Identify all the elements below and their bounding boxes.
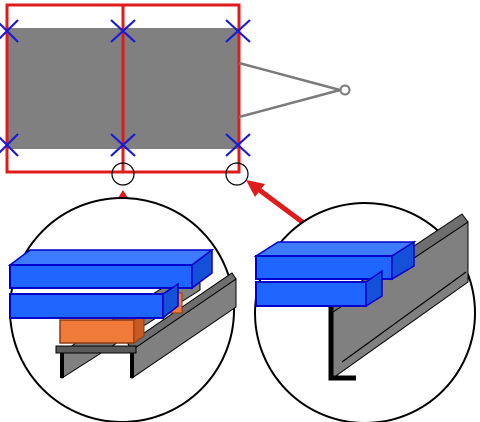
cross-icon xyxy=(110,133,136,157)
detail-right xyxy=(253,202,476,422)
top-view xyxy=(0,3,351,186)
detail-marker-left xyxy=(111,162,135,186)
cross-icon xyxy=(225,133,251,157)
detail-marker-right xyxy=(225,162,249,186)
panel-left xyxy=(7,28,123,149)
board xyxy=(253,240,417,308)
board-upper xyxy=(7,248,215,290)
board-lower xyxy=(9,282,179,320)
rail-flange xyxy=(55,345,137,354)
hitch-ring xyxy=(339,84,351,96)
detail-left xyxy=(7,197,237,422)
cross-icon xyxy=(225,19,251,43)
arrow-icon xyxy=(246,180,311,230)
tow-bar xyxy=(238,61,351,119)
cross-icon xyxy=(110,19,136,43)
cross-icon xyxy=(0,19,19,43)
panel-right xyxy=(123,28,238,149)
cross-icon xyxy=(0,133,19,157)
